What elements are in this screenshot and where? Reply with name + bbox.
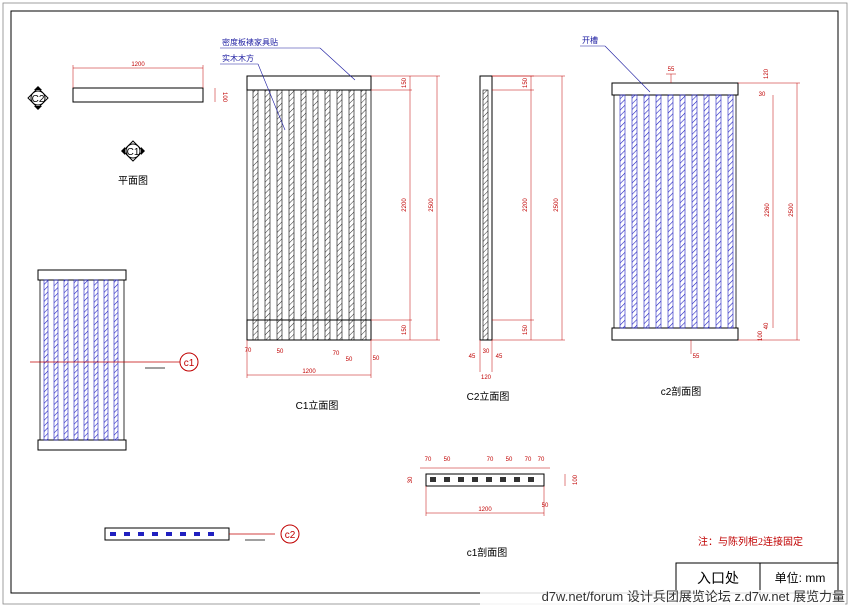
c1s-dim-b50: 50 bbox=[542, 503, 549, 509]
c1-dim-b50c: 50 bbox=[373, 356, 380, 362]
plan-view: 1200 100 bbox=[72, 62, 227, 103]
c2-dim-b30: 30 bbox=[483, 349, 490, 355]
c2-dim-total: 2500 bbox=[554, 198, 560, 212]
c1-dim-width: 1200 bbox=[302, 369, 316, 375]
watermark: d7w.net/forum 设计兵团展览论坛 z.d7w.net 展览力量 bbox=[542, 589, 845, 604]
c1-dim-b50a: 50 bbox=[277, 349, 284, 355]
c1s-dim-w: 1200 bbox=[478, 507, 492, 513]
c1-dim-total: 2500 bbox=[429, 198, 435, 212]
c2-elev-title: C2立面图 bbox=[467, 390, 510, 403]
c1s-dim-70b: 70 bbox=[487, 457, 494, 463]
plan-title: 平面图 bbox=[118, 175, 148, 187]
c2s-dim-r100: 100 bbox=[758, 330, 764, 341]
c2s-dim-top55: 55 bbox=[668, 67, 675, 73]
bubble-c2-label: c2 bbox=[285, 530, 296, 541]
c2s-dim-r120: 120 bbox=[764, 68, 770, 79]
c2s-dim-r40: 40 bbox=[764, 322, 770, 329]
c1-dim-h3: 150 bbox=[402, 324, 408, 335]
c1s-dim-50a: 50 bbox=[444, 457, 451, 463]
connection-note: 注：与陈列柜2连接固定 bbox=[698, 535, 803, 548]
c2-sect-title: c2剖面图 bbox=[661, 385, 702, 398]
title-block-unit: 单位: mm bbox=[775, 570, 826, 585]
leader-wood-label: 实木木方 bbox=[222, 53, 254, 63]
c1s-dim-l30: 30 bbox=[408, 476, 414, 483]
c2-dim-h1: 150 bbox=[523, 77, 529, 88]
c1-dim-b70b: 70 bbox=[333, 351, 340, 357]
section-marker-c1: C1 bbox=[121, 140, 145, 162]
c2-dim-h2: 2200 bbox=[523, 198, 529, 212]
marker-c2-label: C2 bbox=[32, 94, 45, 105]
c1s-dim-70d: 70 bbox=[538, 457, 545, 463]
c2-dim-b45a: 45 bbox=[469, 354, 476, 360]
c1-dim-h2: 2200 bbox=[402, 198, 408, 212]
c2-dim-h3: 150 bbox=[523, 324, 529, 335]
leader-veneer-label: 密度板裱家具贴 bbox=[222, 37, 278, 47]
c1s-dim-70c: 70 bbox=[525, 457, 532, 463]
title-block-name: 入口处 bbox=[697, 570, 739, 586]
bubble-c1-label: c1 bbox=[184, 358, 195, 369]
c2s-dim-h: 2260 bbox=[765, 203, 771, 217]
c1s-dim-r100: 100 bbox=[573, 474, 579, 485]
plan-depth-dim: 100 bbox=[221, 92, 227, 103]
c2s-dim-r30: 30 bbox=[759, 92, 766, 98]
marker-c1-label: C1 bbox=[127, 147, 140, 158]
c2s-dim-b55: 55 bbox=[693, 354, 700, 360]
title-block: 入口处 单位: mm bbox=[675, 562, 839, 594]
c1-elev-title: C1立面图 bbox=[296, 399, 339, 412]
c2-section: 开槽 55 120 30 2260 2500 40 100 55 c2剖面图 bbox=[580, 35, 800, 398]
leader-slot-label: 开槽 bbox=[582, 35, 598, 45]
c2s-dim-total: 2500 bbox=[789, 203, 795, 217]
c1-elevation: 密度板裱家具贴 实木木方 150 2200 150 2500 70 50 70 … bbox=[220, 37, 440, 412]
section-marker-c2: C2 bbox=[27, 86, 49, 110]
small-elevation: c1 bbox=[30, 269, 199, 451]
small-section: c2 bbox=[104, 524, 300, 544]
c1-section: 70 50 70 50 70 70 30 100 1200 50 c1剖面图 bbox=[408, 457, 579, 559]
c2-elevation: 150 2200 150 2500 45 30 45 120 C2立面图 bbox=[467, 75, 565, 403]
c1-dim-b70a: 70 bbox=[245, 348, 252, 354]
c2-dim-b120: 120 bbox=[481, 375, 492, 381]
c1-sect-title: c1剖面图 bbox=[467, 546, 508, 559]
c2-dim-b45b: 45 bbox=[496, 354, 503, 360]
c1s-dim-70a: 70 bbox=[425, 457, 432, 463]
plan-width-dim: 1200 bbox=[131, 62, 145, 68]
c1-dim-h1: 150 bbox=[402, 77, 408, 88]
c1s-dim-50b: 50 bbox=[506, 457, 513, 463]
inner-border bbox=[10, 10, 839, 594]
c1-dim-b50b: 50 bbox=[346, 357, 353, 363]
